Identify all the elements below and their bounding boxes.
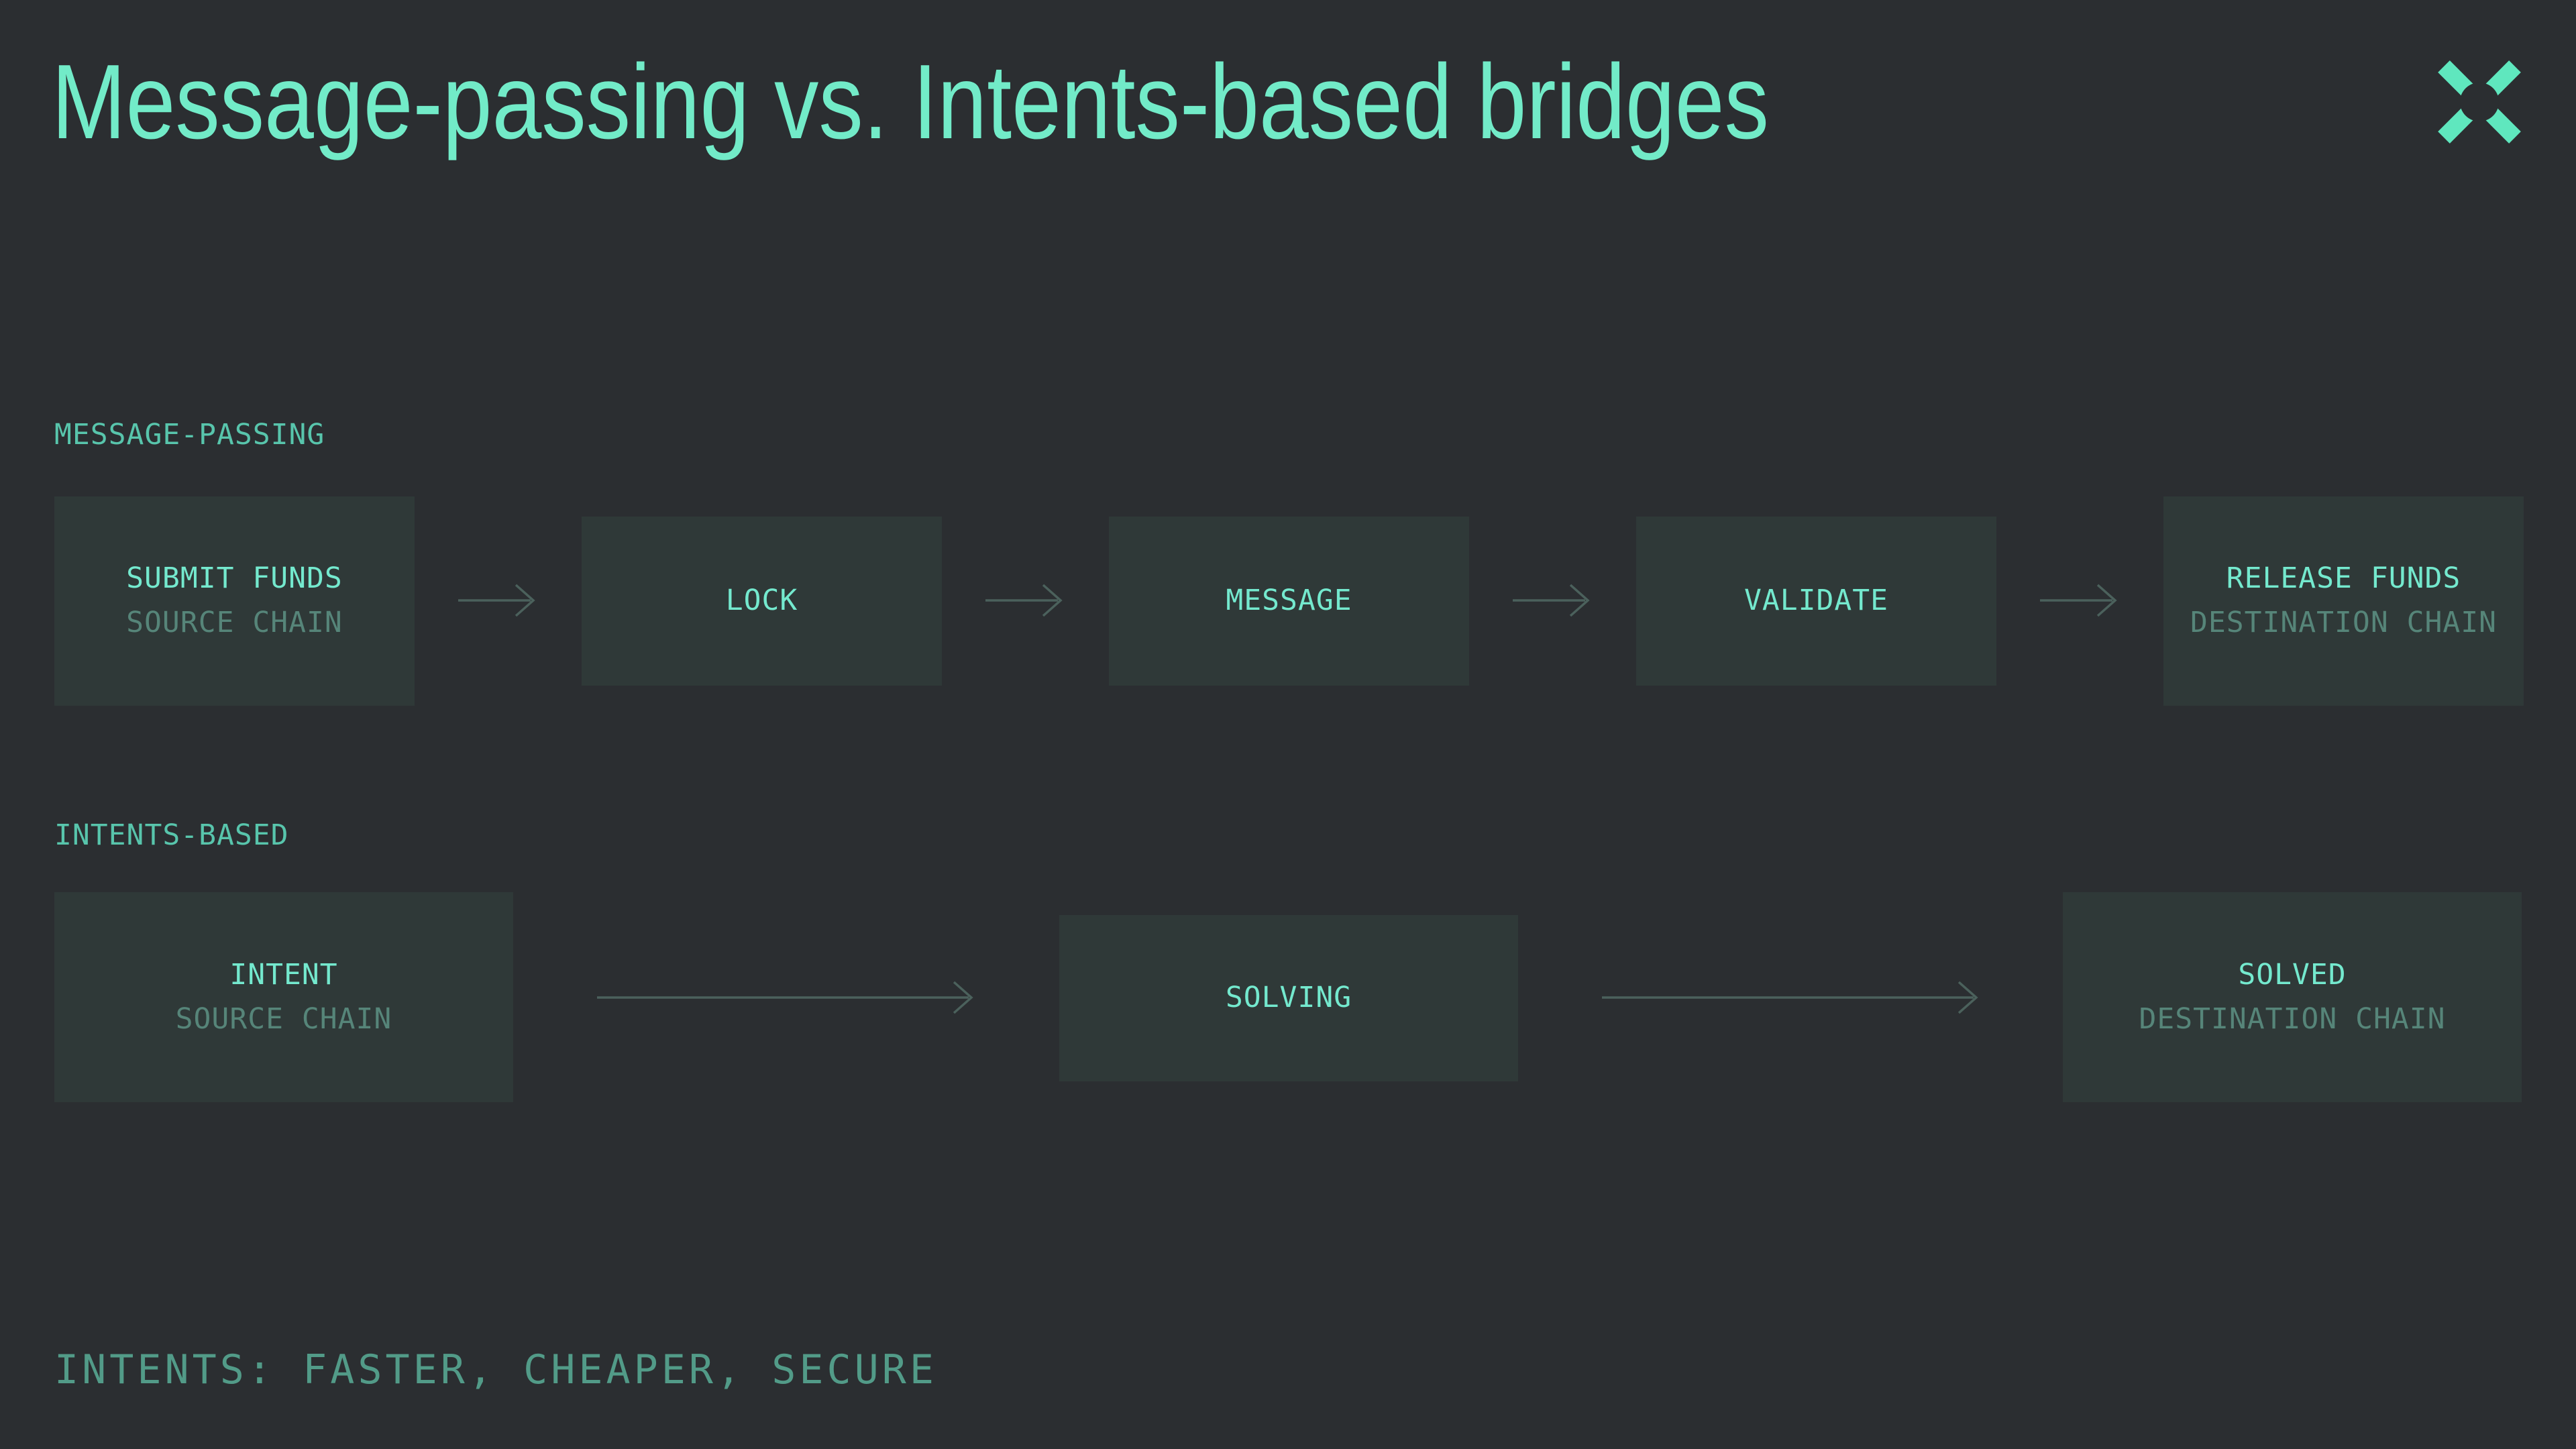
flow-step-solved: SOLVED DESTINATION CHAIN [2063,892,2522,1102]
section-label-intents-based: INTENTS-BASED [54,818,289,852]
flow-step-intent: INTENT SOURCE CHAIN [54,892,513,1102]
step-subtitle: DESTINATION CHAIN [2139,1002,2446,1036]
flow-step-solving: SOLVING [1059,915,1518,1081]
step-title: SOLVING [1225,981,1352,1015]
arrow-right-icon [458,584,535,617]
step-title: LOCK [725,584,798,618]
page-title: Message-passing vs. Intents-based bridge… [52,43,1769,161]
flow-step-message: MESSAGE [1109,517,1469,686]
step-subtitle: DESTINATION CHAIN [2190,606,2498,639]
flow-step-submit-funds: SUBMIT FUNDS SOURCE CHAIN [54,496,415,706]
footer-tagline: INTENTS: FASTER, CHEAPER, SECURE [54,1346,937,1393]
arrow-right-icon [597,981,973,1014]
arrow-right-icon [2040,584,2117,617]
step-title: RELEASE FUNDS [2226,561,2461,596]
x-mark-logo-icon [2438,60,2521,144]
flow-step-release-funds: RELEASE FUNDS DESTINATION CHAIN [2163,496,2524,706]
step-subtitle: SOURCE CHAIN [126,606,343,639]
flow-step-lock: LOCK [582,517,942,686]
flow-step-validate: VALIDATE [1636,517,1996,686]
step-title: INTENT [229,957,338,991]
arrow-right-icon [1513,584,1590,617]
arrow-right-icon [1602,981,1978,1014]
step-title: VALIDATE [1743,584,1889,618]
step-title: SUBMIT FUNDS [126,561,343,596]
arrow-right-icon [985,584,1063,617]
step-title: SOLVED [2238,957,2347,991]
step-subtitle: SOURCE CHAIN [175,1002,392,1036]
step-title: MESSAGE [1226,584,1352,618]
section-label-message-passing: MESSAGE-PASSING [54,418,325,451]
